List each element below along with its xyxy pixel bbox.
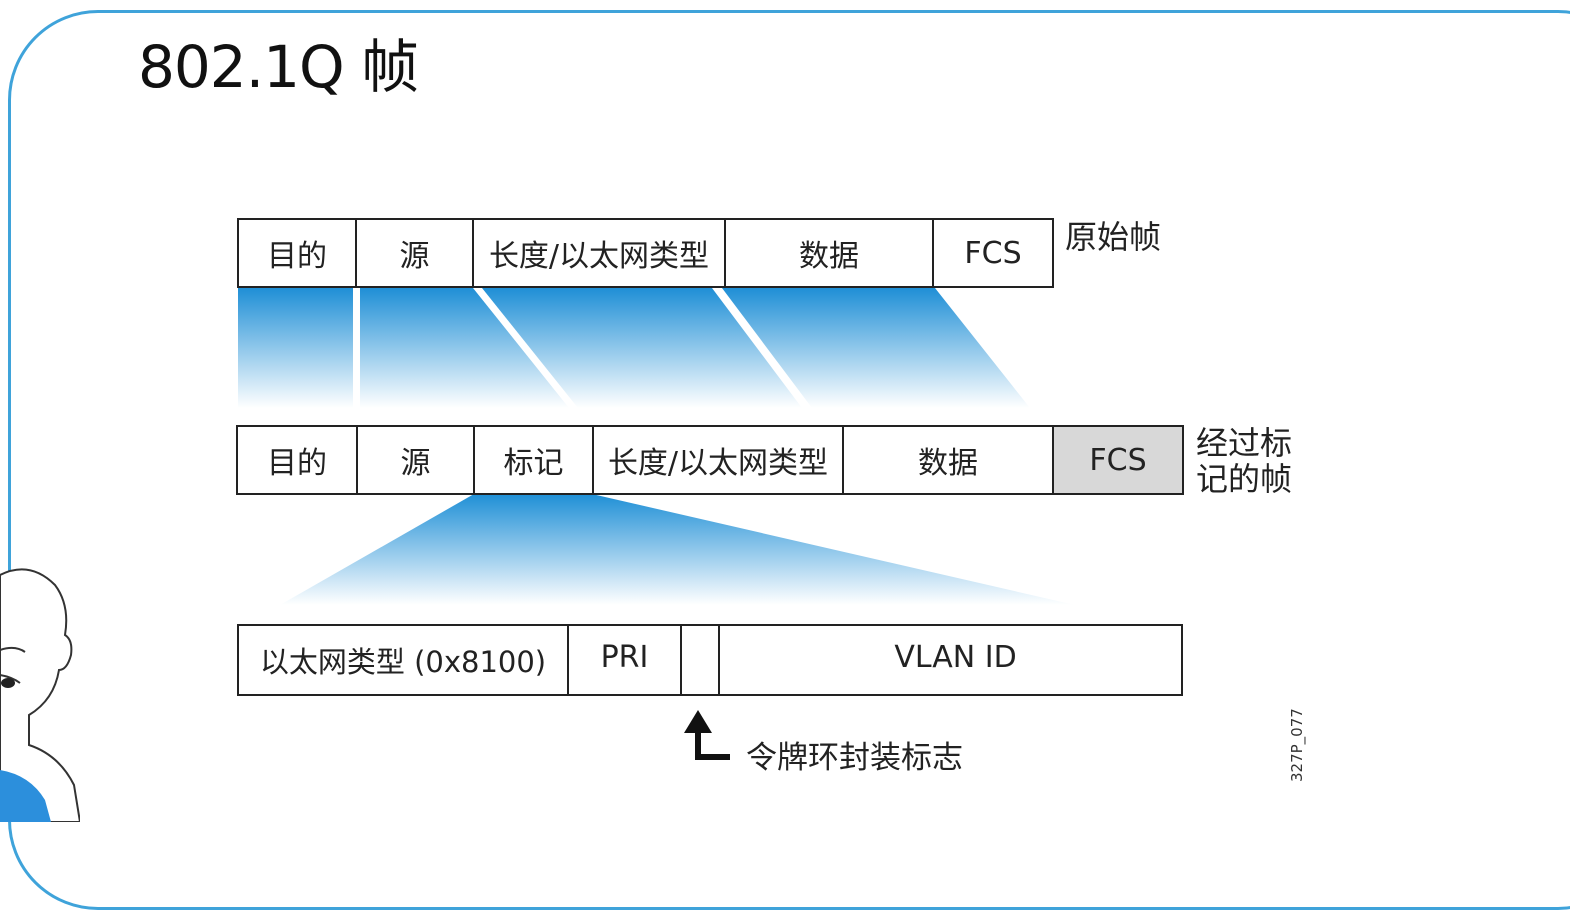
original-frame: 目的 源 长度/以太网类型 数据 FCS	[237, 218, 1054, 288]
field-length-ethertype: 长度/以太网类型	[594, 427, 844, 493]
tagged-frame: 目的 源 标记 长度/以太网类型 数据 FCS	[236, 425, 1184, 495]
field-vlan-id: VLAN ID	[894, 640, 1017, 675]
field-data: 数据	[844, 427, 1054, 493]
field-destination: 目的	[239, 220, 357, 286]
field-source: 源	[357, 220, 474, 286]
field-tag: 标记	[475, 427, 594, 493]
presenter-avatar	[0, 568, 80, 822]
field-cfi	[682, 626, 720, 694]
field-source: 源	[358, 427, 475, 493]
diagram-gradients	[238, 219, 1150, 760]
tagged-frame-label-line1: 经过标	[1196, 424, 1293, 462]
field-length-ethertype: 长度/以太网类型	[474, 220, 726, 286]
separator-stripe	[712, 288, 812, 408]
expansion-gradient-upper	[238, 288, 1030, 408]
token-ring-arrow	[695, 730, 730, 760]
tagged-frame-label: 经过标 记的帧	[1196, 425, 1292, 497]
separator-stripe	[473, 288, 578, 408]
token-ring-label: 令牌环封装标志	[746, 740, 963, 776]
expansion-gradient-lower	[280, 494, 1075, 605]
field-tpid: 以太网类型 (0x8100)	[239, 626, 569, 694]
slide-title: 802.1Q 帧	[138, 33, 419, 101]
field-fcs: FCS	[1054, 427, 1182, 493]
original-frame-label: 原始帧	[1065, 218, 1162, 256]
field-data: 数据	[726, 220, 934, 286]
separator-stripe	[353, 288, 360, 408]
field-pri: PRI	[569, 626, 682, 694]
field-destination: 目的	[238, 427, 358, 493]
tag-detail: 以太网类型 (0x8100) PRI VLAN ID	[237, 624, 1183, 696]
field-fcs-crossed: FCS	[964, 235, 1022, 271]
arrow-head	[684, 710, 712, 733]
figure-code: 327P_077	[1288, 708, 1306, 782]
tagged-frame-label-line2: 记的帧	[1196, 460, 1293, 498]
